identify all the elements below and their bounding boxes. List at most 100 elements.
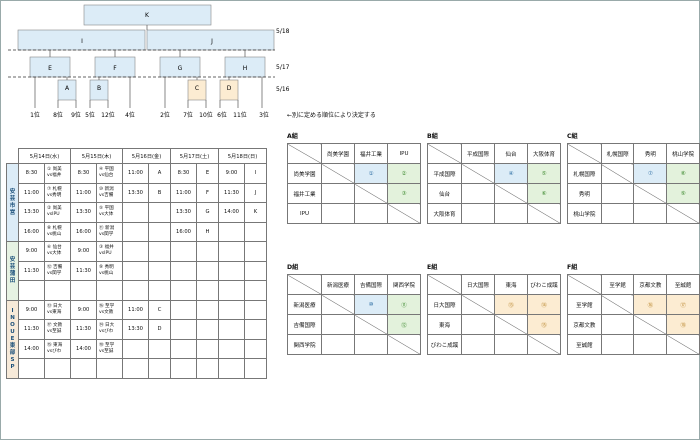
group-empty-cell [461, 203, 495, 224]
date-label-1: 5/18 [276, 28, 290, 35]
time-cell [122, 241, 149, 262]
group-self-cell [633, 314, 668, 335]
match-cell: ⑥ 仙台 vs大体 [44, 241, 71, 262]
group-match-cell: ⑩ [354, 294, 388, 315]
match-cell [96, 280, 123, 301]
group-match-cell: ⑨ [666, 183, 700, 204]
group-match-cell: ⑭ [527, 294, 561, 315]
match-cell: ⑧ 札幌 vs桃山 [44, 221, 71, 242]
time-cell: 14:00 [18, 338, 45, 359]
place-label: 12位 [101, 111, 115, 119]
header-spacer [7, 149, 19, 164]
bracket-label-q-h: H [243, 65, 248, 72]
time-cell: 11:30 [218, 182, 245, 203]
group-empty-cell [600, 203, 635, 224]
group-self-cell [387, 334, 421, 355]
match-cell: ⑯ 至学 vs文教 [96, 299, 123, 320]
bracket-match-cell [148, 202, 171, 223]
bracket-label-semi-right: J [210, 38, 213, 45]
match-cell: ⑬ 日大 vs東海 [44, 299, 71, 320]
group-header-row: 平成国際仙台大阪体育 [427, 143, 561, 164]
time-cell [218, 358, 245, 379]
group-self-cell [354, 314, 388, 335]
group-team-row-label: 京都文教 [567, 314, 602, 335]
bracket-match-cell [244, 319, 267, 340]
group-self-cell [354, 183, 388, 204]
bracket-match-cell [244, 280, 267, 301]
date-label-2: 5/17 [276, 64, 290, 71]
group-team-row-label: 仙台 [427, 183, 462, 204]
bracket-match-cell: C [148, 299, 171, 320]
group-team-header: IPU [387, 143, 421, 164]
group-self-cell [321, 163, 355, 184]
bracket-match-cell [148, 338, 171, 359]
bracket-match-cell [148, 221, 171, 242]
tournament-bracket: K I J E F G H A B C D 5/18 5/17 5/16 [8, 4, 290, 119]
group-team-header: 仙台 [494, 143, 528, 164]
group-self-cell [600, 163, 635, 184]
bracket-match-cell [244, 299, 267, 320]
time-cell: 11:00 [122, 299, 149, 320]
group-empty-cell [600, 334, 635, 355]
time-cell: 9:00 [70, 299, 97, 320]
group-row: 至誠館 [567, 334, 700, 355]
time-cell [218, 299, 245, 320]
group-team-header: 至学館 [600, 274, 635, 295]
match-cell: ⑤ 平国 vs大体 [96, 202, 123, 223]
group-team-header: 秀明 [633, 143, 668, 164]
group-team-header: 札幌国際 [600, 143, 635, 164]
bracket-match-cell [196, 358, 219, 379]
group-self-cell [527, 203, 561, 224]
bracket-match-cell [196, 260, 219, 281]
bracket-match-cell: E [196, 163, 219, 184]
bracket-match-cell: I [244, 163, 267, 184]
group-self-cell [321, 294, 355, 315]
time-cell: 9:00 [218, 163, 245, 184]
group-match-cell: ⑤ [527, 163, 561, 184]
header-day-1: 5月14日(水) [18, 148, 71, 164]
group-title: B組 [427, 133, 438, 140]
group-team-header: 東海 [494, 274, 528, 295]
group-team-row-label: 至学館 [567, 294, 602, 315]
bracket-box-semi-left [17, 29, 146, 51]
group-self-cell [461, 294, 495, 315]
group-self-cell [666, 334, 700, 355]
group-corner-cell [427, 143, 462, 164]
group-empty-cell [321, 183, 355, 204]
bracket-match-cell: K [244, 202, 267, 223]
match-cell: ⑨ 秀明 vs桃山 [96, 260, 123, 281]
group-team-row-label: 桃山学院 [567, 203, 602, 224]
group-team-header: 大阪体育 [527, 143, 561, 164]
group-match-cell: ⑪ [387, 294, 421, 315]
group-team-row-label: 大阪体育 [427, 203, 462, 224]
group-match-cell: ③ [387, 183, 421, 204]
time-cell: 11:30 [18, 319, 45, 340]
time-cell [218, 241, 245, 262]
time-cell [170, 260, 197, 281]
match-cell [44, 280, 71, 301]
place-label: 9位 [71, 111, 81, 119]
bracket-match-cell: J [244, 182, 267, 203]
group-row: 大阪体育 [427, 203, 561, 224]
match-cell: ⑪ 新潟 vs関学 [96, 221, 123, 242]
bracket-match-cell [148, 358, 171, 379]
match-cell [44, 358, 71, 379]
match-cell: ① 尚美 vs福井 [44, 163, 71, 184]
time-cell: 16:00 [70, 221, 97, 242]
group-self-cell [494, 314, 528, 335]
time-cell: 11:30 [70, 260, 97, 281]
time-cell [170, 241, 197, 262]
group-team-row-label: 日大国際 [427, 294, 462, 315]
group-title: E組 [427, 264, 438, 271]
group-title: C組 [567, 133, 578, 140]
place-label: 10位 [199, 111, 213, 119]
time-cell [122, 338, 149, 359]
